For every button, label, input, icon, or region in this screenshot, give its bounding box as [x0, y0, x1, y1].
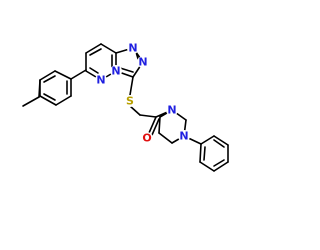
bond [55, 95, 72, 106]
molecule-diagram: N N N N N N S [22, 42, 229, 172]
atom-symbol: N [167, 104, 176, 117]
atom-o-carbonyl: O [141, 132, 153, 145]
bond [213, 135, 229, 146]
bond [213, 139, 225, 148]
bond [199, 161, 215, 172]
atom-n-piperazine-amide: N [166, 104, 178, 117]
bond [22, 96, 40, 107]
bond [39, 95, 57, 106]
atom-n-triazole-upper: N [127, 42, 139, 55]
atom-n-pyridazine: N [95, 74, 107, 87]
bond [200, 135, 215, 145]
atom-n-triazole-right: N [137, 56, 149, 69]
atom-symbol: N [96, 74, 105, 87]
bond [129, 105, 141, 116]
bond [89, 67, 99, 74]
atom-s-thioether: S [124, 95, 136, 108]
atom-n-bridgehead: N [110, 65, 122, 78]
bond [39, 70, 56, 81]
bond [203, 146, 206, 161]
bond [158, 132, 173, 144]
atom-symbol: N [138, 56, 147, 69]
atom-symbol: N [111, 65, 120, 78]
bond [158, 116, 161, 134]
bond [213, 161, 229, 172]
bond [148, 116, 157, 134]
bond [119, 67, 134, 73]
bond [43, 75, 56, 83]
atom-symbol: N [128, 42, 137, 55]
atom-symbol: O [142, 132, 151, 145]
bond [129, 76, 134, 96]
bond [151, 118, 160, 136]
bond [43, 93, 56, 101]
bond [100, 43, 117, 54]
bond [213, 159, 225, 167]
bonds [22, 43, 229, 172]
atom-n-piperazine-aryl: N [178, 130, 190, 143]
atom-symbol: S [126, 95, 134, 108]
bond [85, 43, 102, 54]
bond [70, 69, 87, 80]
structure-svg: N N N N N N S [22, 42, 229, 172]
bond [199, 143, 202, 163]
atom-labels: N N N N N N S [95, 42, 190, 145]
bond [54, 70, 72, 80]
atom-symbol: N [179, 130, 188, 143]
bond [89, 48, 102, 56]
bond [139, 114, 157, 118]
